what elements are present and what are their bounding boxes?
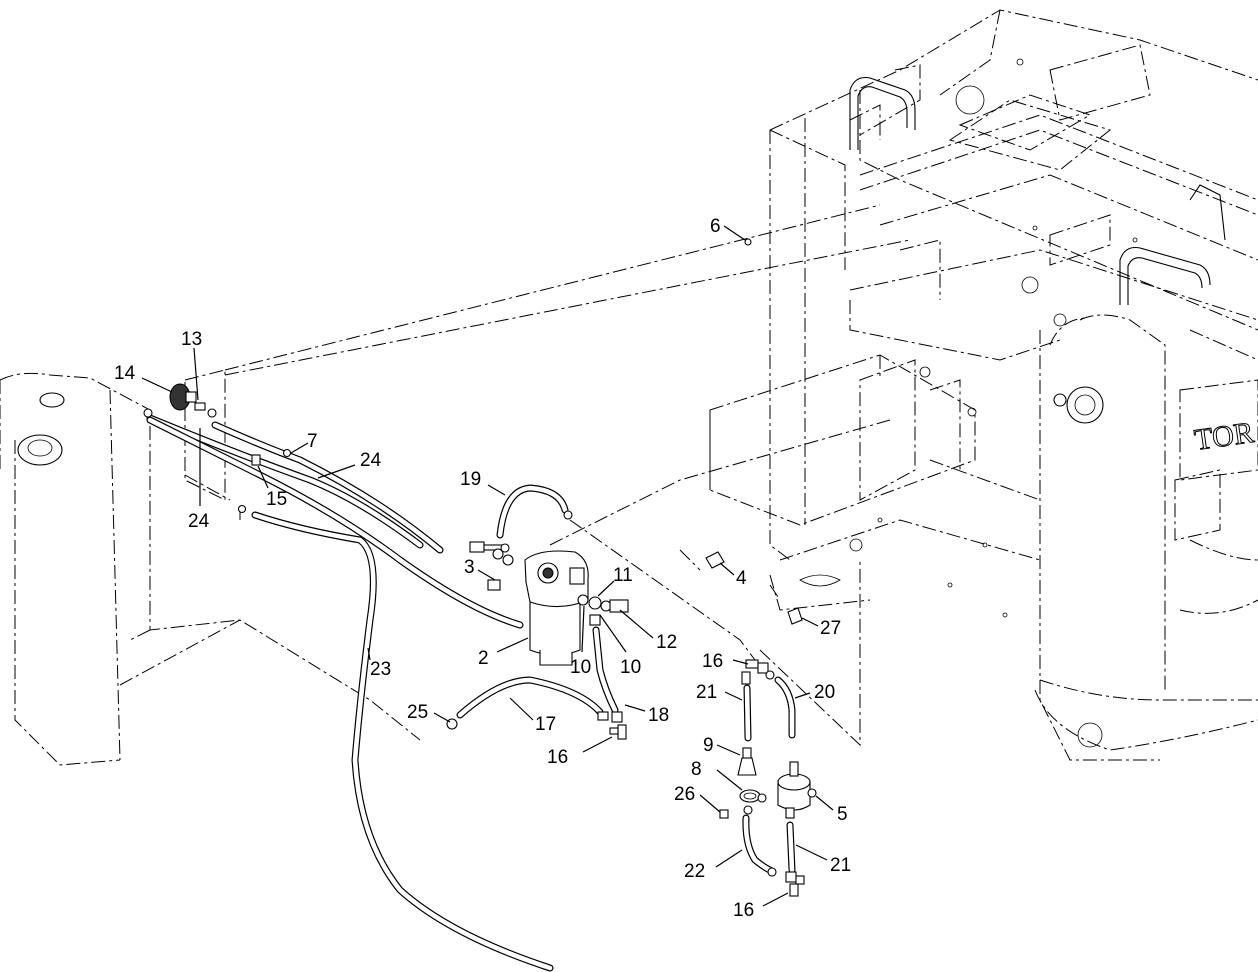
callout-13: 13 — [181, 329, 202, 350]
callout-16-lower: 16 — [733, 900, 754, 921]
callout-2: 2 — [478, 648, 489, 669]
clip-4 — [705, 551, 725, 569]
bolt-6 — [744, 238, 752, 246]
hoses — [146, 414, 796, 972]
fittings-10-12 — [577, 594, 629, 626]
callout-19: 19 — [460, 469, 481, 490]
frame-logo: TOR — [1192, 416, 1255, 457]
bolts-3 — [469, 541, 514, 591]
callout-3: 3 — [464, 557, 475, 578]
fuel-tank — [0, 369, 421, 766]
clip-27 — [787, 607, 803, 625]
callout-9: 9 — [703, 735, 714, 756]
callout-10-right: 10 — [620, 657, 641, 678]
fitting-13 — [194, 402, 206, 411]
callout-24-lower: 24 — [188, 511, 210, 532]
callout-6: 6 — [710, 216, 721, 237]
callout-23: 23 — [370, 659, 391, 680]
callout-4: 4 — [736, 568, 747, 589]
callouts: 13 14 7 24 15 24 19 3 11 12 2 10 10 23 2… — [114, 216, 851, 921]
clamp-7 — [282, 448, 292, 458]
leader-lines — [141, 225, 834, 907]
callout-11: 11 — [613, 565, 633, 586]
callout-10-left: 10 — [570, 657, 591, 678]
fuel-filter — [524, 550, 589, 666]
callout-21-lower: 21 — [830, 855, 851, 876]
clamp-15 — [251, 454, 261, 466]
tee-fitting-16-lower — [767, 867, 805, 897]
fuel-pump — [777, 761, 817, 819]
callout-16-upper: 16 — [702, 651, 723, 672]
callout-22: 22 — [684, 861, 705, 882]
tee-fitting-16-upper — [741, 659, 775, 685]
callout-5: 5 — [837, 804, 848, 825]
callout-25: 25 — [407, 702, 428, 723]
machine-frame: TOR — [709, 9, 1258, 761]
callout-27: 27 — [820, 618, 841, 639]
callout-7: 7 — [307, 431, 318, 452]
callout-26: 26 — [674, 784, 695, 805]
callout-14: 14 — [114, 363, 136, 384]
screw-26 — [719, 809, 729, 819]
fuel-cap — [169, 383, 197, 411]
callout-18: 18 — [648, 705, 669, 726]
components — [143, 238, 817, 897]
clamp-8 — [739, 789, 761, 803]
callout-17: 17 — [535, 714, 556, 735]
callout-21-upper: 21 — [696, 682, 717, 703]
assembly-lines — [224, 204, 911, 747]
callout-24-upper: 24 — [360, 450, 382, 471]
callout-8: 8 — [691, 759, 702, 780]
check-valve — [737, 757, 757, 776]
callout-12: 12 — [656, 632, 677, 653]
callout-15: 15 — [266, 489, 287, 510]
tee-fitting-16-left — [597, 711, 627, 740]
callout-16-left: 16 — [547, 747, 568, 768]
callout-20: 20 — [814, 682, 835, 703]
